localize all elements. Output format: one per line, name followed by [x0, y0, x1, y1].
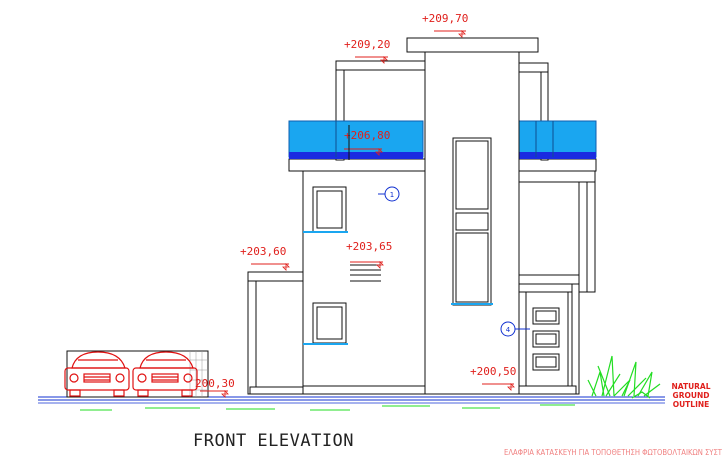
svg-text:GROUND: GROUND — [673, 391, 710, 400]
svg-text:+203,60: +203,60 — [240, 245, 286, 258]
svg-text:NATURAL: NATURAL — [671, 382, 710, 391]
tag-1: 1 — [378, 186, 400, 202]
svg-text:200,30: 200,30 — [195, 377, 235, 390]
drawing-subtitle: ΕΛΑΦΡΙΑ ΚΑΤΑΣΚΕΥΗ ΓΙΑ ΤΟΠΟΘΕΤΗΣΗ ΦΩΤΟΒΟΛ… — [504, 448, 722, 457]
tag-4: 4 — [500, 321, 530, 337]
natural-ground-note: NATURAL GROUND OUTLINE — [671, 382, 710, 409]
central-tower — [424, 51, 520, 395]
carport — [247, 271, 305, 395]
svg-text:OUTLINE: OUTLINE — [673, 400, 710, 409]
svg-text:+203,65: +203,65 — [346, 240, 392, 253]
entrance-canopy — [518, 274, 580, 285]
ground-line — [38, 396, 665, 404]
svg-text:+200,50: +200,50 — [470, 365, 516, 378]
level-window: +203,65 — [346, 240, 392, 269]
grass-dashes — [80, 404, 575, 411]
svg-text:4: 4 — [506, 326, 511, 334]
level-roof-top: +209,70 — [422, 12, 468, 38]
level-entrance: +200,50 — [470, 365, 516, 391]
svg-text:+209,70: +209,70 — [422, 12, 468, 25]
glass-railing-right — [517, 120, 597, 159]
entrance-door — [518, 291, 577, 395]
svg-text:1: 1 — [390, 191, 394, 199]
level-first-floor: +206,80 — [344, 125, 390, 160]
garage-wall — [66, 350, 209, 398]
drawing-title: FRONT ELEVATION — [193, 431, 354, 451]
car-right — [132, 351, 198, 397]
roof-cap — [406, 37, 539, 53]
svg-text:+209,20: +209,20 — [344, 38, 390, 51]
shrub-right — [587, 355, 661, 399]
left-block — [302, 169, 426, 395]
window-lower — [303, 302, 348, 345]
level-carport: +203,60 — [240, 245, 290, 271]
level-ground: 200,30 — [195, 377, 235, 398]
svg-text:+206,80: +206,80 — [344, 129, 390, 142]
tower-vertical-window — [451, 137, 493, 306]
car-left — [64, 351, 130, 397]
level-pergola: +209,20 — [344, 38, 390, 64]
glass-railing-left — [288, 120, 424, 159]
window-upper — [303, 186, 348, 233]
